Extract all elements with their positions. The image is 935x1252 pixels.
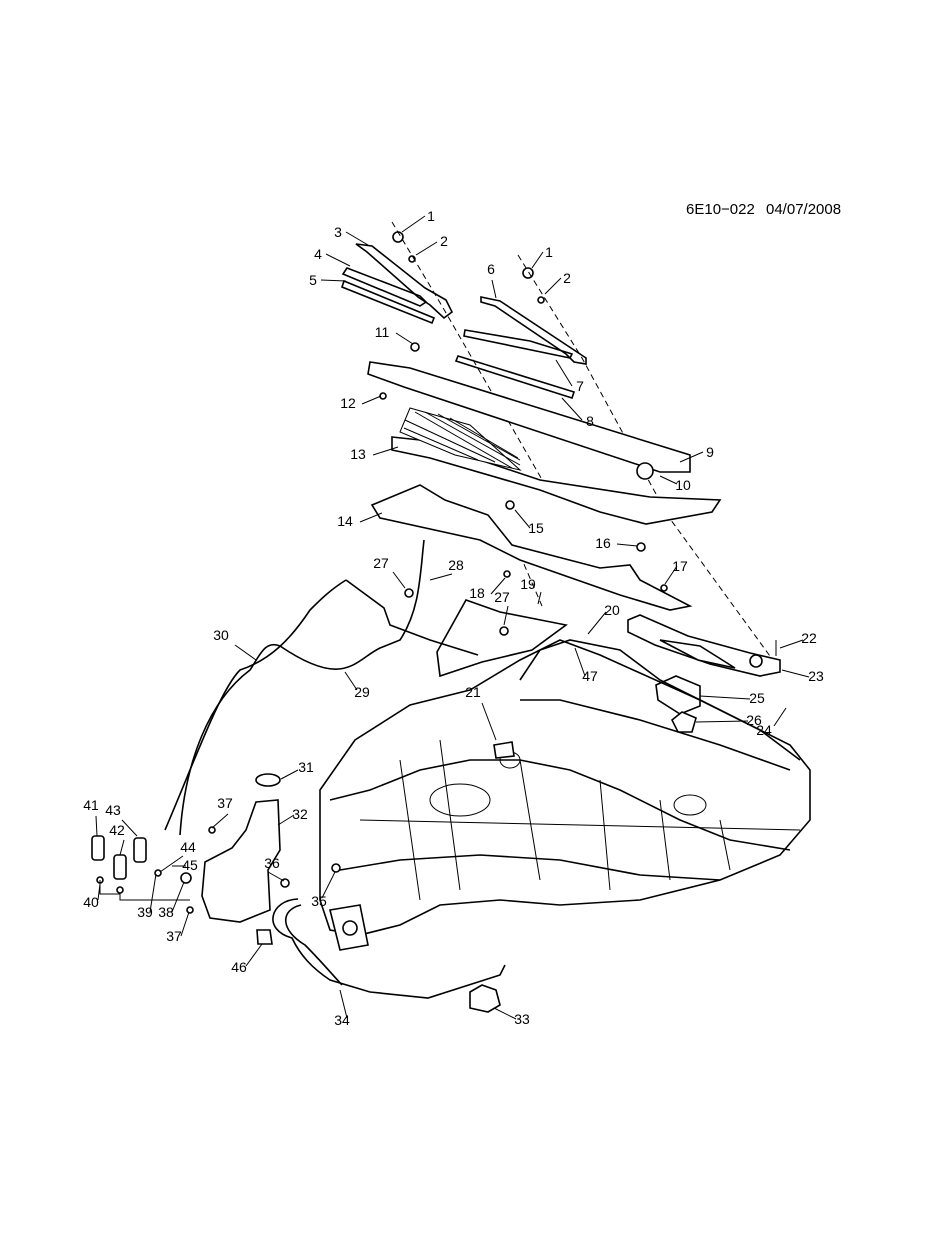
washer-reservoir <box>186 773 341 945</box>
callout-34: 34 <box>334 1012 350 1028</box>
callout-25: 25 <box>749 690 765 706</box>
callout-11: 11 <box>375 324 390 340</box>
callout-7: 7 <box>576 378 584 394</box>
callout-41: 41 <box>83 797 99 813</box>
callout-16: 16 <box>595 535 611 551</box>
drawing-date: 04/07/2008 <box>766 201 841 218</box>
callout-5: 5 <box>309 272 317 288</box>
callout-32: 32 <box>292 806 308 822</box>
washer-hoses <box>164 539 506 999</box>
callout-18: 18 <box>469 585 485 601</box>
callout-20: 20 <box>604 602 620 618</box>
callout-13: 13 <box>350 446 366 462</box>
callout-17: 17 <box>672 558 688 574</box>
callout-31: 31 <box>298 759 314 775</box>
callout-2: 2 <box>563 270 571 286</box>
drawing-id: 6E10−022 <box>686 201 755 218</box>
callout-46: 46 <box>231 959 247 975</box>
callout-45: 45 <box>182 857 198 873</box>
callout-19: 19 <box>520 576 536 592</box>
leader-lines <box>95 215 810 1020</box>
callout-27: 27 <box>373 555 389 571</box>
callout-2: 2 <box>440 233 448 249</box>
callout-30: 30 <box>213 627 229 643</box>
callout-40: 40 <box>83 894 99 910</box>
callout-3: 3 <box>334 224 342 240</box>
callout-1: 1 <box>545 244 553 260</box>
callout-12: 12 <box>340 395 356 411</box>
right-wiper-arm-assembly <box>454 267 587 400</box>
callout-9: 9 <box>706 444 714 460</box>
callout-21: 21 <box>465 684 481 700</box>
callout-38: 38 <box>158 904 174 920</box>
callout-42: 42 <box>109 822 125 838</box>
callout-37: 37 <box>217 795 233 811</box>
callout-6: 6 <box>487 261 495 277</box>
callout-33: 33 <box>514 1011 530 1027</box>
cowl-panel <box>367 342 722 525</box>
washer-nozzle-bracket <box>469 984 501 1013</box>
washer-pumps <box>91 835 192 901</box>
callout-36: 36 <box>264 855 280 871</box>
callout-24: 24 <box>756 722 772 738</box>
callout-26: 26 <box>746 712 762 728</box>
callout-22: 22 <box>801 630 817 646</box>
callout-39: 39 <box>137 904 153 920</box>
callout-37: 37 <box>166 928 182 944</box>
motor-cover <box>404 588 568 678</box>
callout-43: 43 <box>105 802 121 818</box>
callout-23: 23 <box>808 668 824 684</box>
cowl-lower-bracket <box>370 484 693 611</box>
callout-47: 47 <box>582 668 598 684</box>
callout-29: 29 <box>354 684 370 700</box>
callout-8: 8 <box>586 413 594 429</box>
callout-4: 4 <box>314 246 322 262</box>
vehicle-body-frame <box>319 639 811 951</box>
callout-15: 15 <box>528 520 544 536</box>
callout-35: 35 <box>311 893 327 909</box>
callout-14: 14 <box>337 513 353 529</box>
callout-10: 10 <box>675 477 691 493</box>
callout-1: 1 <box>427 208 435 224</box>
callout-27: 27 <box>494 589 510 605</box>
callout-28: 28 <box>448 557 464 573</box>
left-wiper-arm-assembly <box>341 231 454 325</box>
callout-44: 44 <box>180 839 196 855</box>
